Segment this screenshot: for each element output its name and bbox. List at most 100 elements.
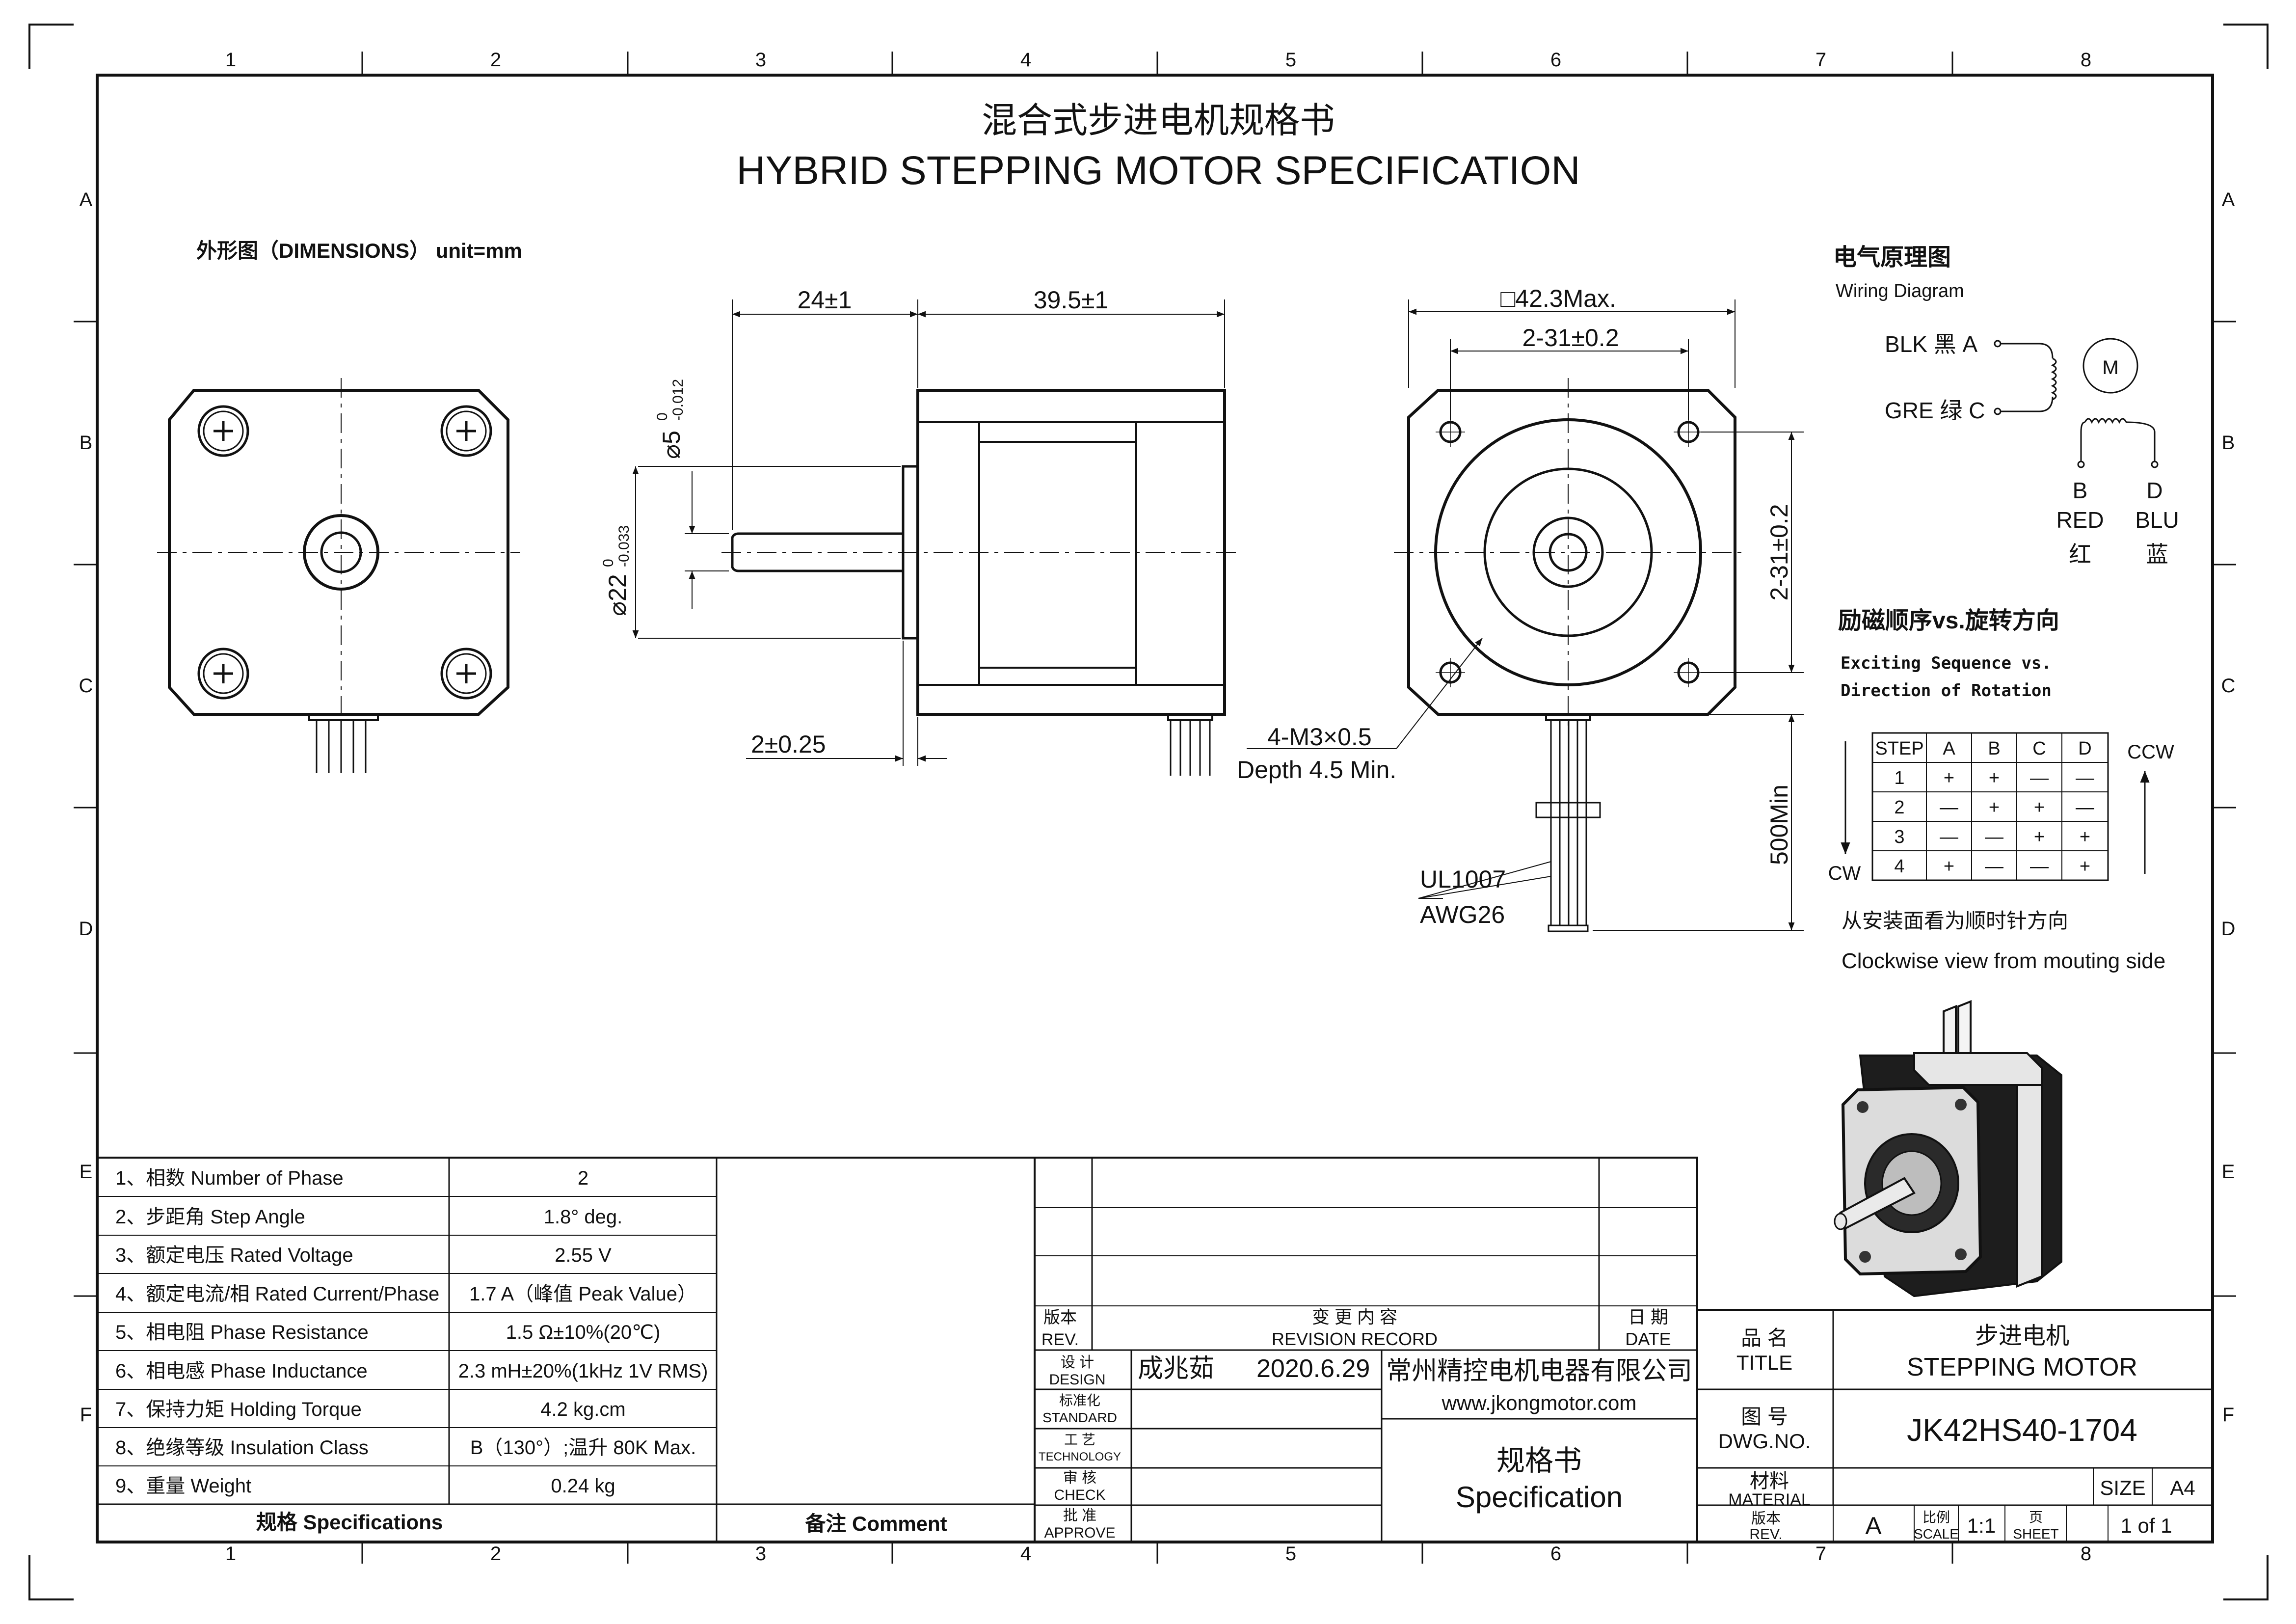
- record-header-en: REVISION RECORD: [1272, 1329, 1438, 1349]
- seq-cell: —: [1985, 827, 2003, 847]
- wire-d-color: BLU: [2135, 507, 2179, 533]
- dim-shaft-dia: ⌀5: [658, 431, 685, 459]
- dim-shaft-length: 24±1: [798, 286, 852, 314]
- sequence-title-en-1: Exciting Sequence vs.: [1841, 653, 2052, 673]
- wire-d-color-cn: 蓝: [2146, 541, 2168, 567]
- dim-wire-type: UL1007: [1420, 866, 1506, 893]
- sheet-label-cn: 页: [2029, 1510, 2043, 1525]
- scale-label-cn: 比例: [1922, 1510, 1950, 1525]
- seq-header: STEP: [1875, 738, 1923, 759]
- spec-label: 7、保持力矩 Holding Torque: [115, 1399, 362, 1420]
- title-cn: 步进电机: [1975, 1323, 2069, 1349]
- record-header-cn: 变 更 内 容: [1312, 1307, 1397, 1327]
- revision-header: 版本 REV. 变 更 内 容 REVISION RECORD 日 期 DATE: [1041, 1307, 1671, 1349]
- dim-hole-spacing-v: 2-31±0.2: [1765, 504, 1793, 600]
- col-label: 1: [225, 1543, 236, 1565]
- dimensions-heading: 外形图（DIMENSIONS） unit=mm: [196, 239, 522, 262]
- dim-screw-depth: Depth 4.5 Min.: [1237, 756, 1396, 784]
- spec-value: 1.8° deg.: [544, 1206, 623, 1228]
- tech-label-en: TECHNOLOGY: [1039, 1450, 1121, 1463]
- zone-ticks: [74, 52, 2236, 1564]
- rev-label-cn: 版本: [1751, 1511, 1781, 1527]
- screw-head: [440, 405, 492, 457]
- dim-flange-size: □42.3Max.: [1500, 285, 1616, 312]
- wire-a-label: BLK 黑 A: [1885, 331, 1978, 357]
- col-label: 4: [1020, 49, 1031, 71]
- seq-cell: —: [2076, 768, 2094, 788]
- dim-shaft-tol-upper: 0: [654, 412, 670, 421]
- wiring-diagram: 电气原理图 Wiring Diagram BLK 黑 A GRE 绿 C M B…: [1833, 244, 2179, 567]
- spec-label: 4、额定电流/相 Rated Current/Phase: [115, 1283, 439, 1305]
- col-label: 1: [225, 49, 236, 71]
- design-date: 2020.6.29: [1256, 1354, 1370, 1383]
- col-label: 4: [1020, 1543, 1031, 1565]
- standard-label-en: STANDARD: [1042, 1410, 1117, 1425]
- dim-boss-dia: ⌀22: [604, 574, 631, 616]
- scale-value: 1:1: [1967, 1514, 1996, 1537]
- check-label-cn: 审 核: [1063, 1470, 1096, 1486]
- row-label: C: [2221, 675, 2236, 697]
- boss-dia-label: ⌀22 0 -0.033: [600, 525, 632, 616]
- side-dimensions: 24±1 39.5±1 ⌀5 0 -0.012 ⌀22 0 -0.033 2±0…: [600, 286, 1225, 766]
- tech-label-cn: 工 艺: [1064, 1432, 1095, 1447]
- dim-hole-spacing-h: 2-31±0.2: [1522, 324, 1619, 352]
- rev-header-cn: 版本: [1043, 1308, 1077, 1327]
- company-name: 常州精控电机电器有限公司: [1386, 1357, 1692, 1385]
- zone-labels: 1 2 3 4 5 6 7 8 1 2 3 4 5 6 7 8 A B C D …: [79, 49, 2236, 1565]
- seq-header: A: [1943, 738, 1955, 759]
- title-label-cn: 品 名: [1741, 1326, 1788, 1350]
- rotation-note-en: Clockwise view from mouting side: [1842, 949, 2165, 973]
- seq-cell: —: [2076, 797, 2094, 818]
- sequence-title-en-2: Direction of Rotation: [1841, 681, 2052, 701]
- side-view: [721, 389, 1237, 776]
- dim-wire-gauge: AWG26: [1420, 901, 1505, 928]
- col-label: 3: [755, 1543, 766, 1565]
- seq-cell: +: [2034, 797, 2045, 818]
- title-cn: 混合式步进电机规格书: [982, 101, 1335, 140]
- corner-marks: [28, 24, 2269, 1600]
- seq-header: D: [2078, 738, 2091, 759]
- seq-cell: +: [1944, 768, 1954, 788]
- material-label-cn: 材料: [1750, 1470, 1789, 1492]
- row-label: C: [79, 675, 93, 697]
- dim-body-length: 39.5±1: [1034, 286, 1109, 314]
- row-label: E: [2222, 1161, 2235, 1183]
- seq-cell: 1: [1894, 768, 1904, 788]
- seq-cell: —: [1940, 797, 1958, 818]
- spec-label: 9、重量 Weight: [115, 1475, 251, 1497]
- spec-value: 2: [578, 1167, 588, 1189]
- doc-name-cn: 规格书: [1496, 1445, 1582, 1477]
- spec-label: 1、相数 Number of Phase: [115, 1167, 344, 1189]
- title-en: HYBRID STEPPING MOTOR SPECIFICATION: [736, 148, 1580, 193]
- date-header-en: DATE: [1625, 1329, 1671, 1349]
- title-block-text: 品 名 TITLE 步进电机 STEPPING MOTOR 图 号 DWG.NO…: [1718, 1323, 2195, 1543]
- col-label: 7: [1815, 49, 1826, 71]
- seq-cell: —: [2030, 856, 2049, 877]
- motor-symbol: M: [2102, 357, 2118, 379]
- row-label: D: [79, 918, 93, 940]
- seq-cell: +: [2080, 856, 2090, 877]
- seq-cell: +: [1989, 768, 2000, 788]
- col-label: 2: [490, 49, 501, 71]
- col-label: 8: [2081, 1543, 2091, 1565]
- designer: 成兆茹: [1138, 1354, 1214, 1383]
- spec-value: 0.24 kg: [551, 1475, 615, 1497]
- rear-view: [1394, 378, 1747, 932]
- dim-wire-length: 500Min: [1765, 785, 1793, 865]
- rear-dimensions: □42.3Max. 2-31±0.2 2-31±0.2 500Min 4-M3×…: [1237, 285, 1804, 931]
- spec-label: 3、额定电压 Rated Voltage: [115, 1245, 353, 1266]
- spec-rows: 1、相数 Number of Phase 2 2、步距角 Step Angle …: [115, 1167, 708, 1497]
- col-label: 6: [1550, 1543, 1561, 1565]
- company-website: www.jkongmotor.com: [1442, 1391, 1637, 1414]
- wire-b-color: RED: [2056, 507, 2104, 533]
- sequence-grid: [1871, 732, 2109, 881]
- spec-label: 5、相电阻 Phase Resistance: [115, 1322, 369, 1343]
- rev-value: A: [1865, 1512, 1882, 1540]
- col-label: 8: [2081, 49, 2091, 71]
- seq-header: C: [2032, 738, 2046, 759]
- spec-footer: 规格 Specifications: [256, 1511, 443, 1534]
- size-label: SIZE: [2100, 1476, 2145, 1499]
- dim-screw-spec: 4-M3×0.5: [1267, 723, 1372, 751]
- seq-cell: 3: [1894, 827, 1904, 847]
